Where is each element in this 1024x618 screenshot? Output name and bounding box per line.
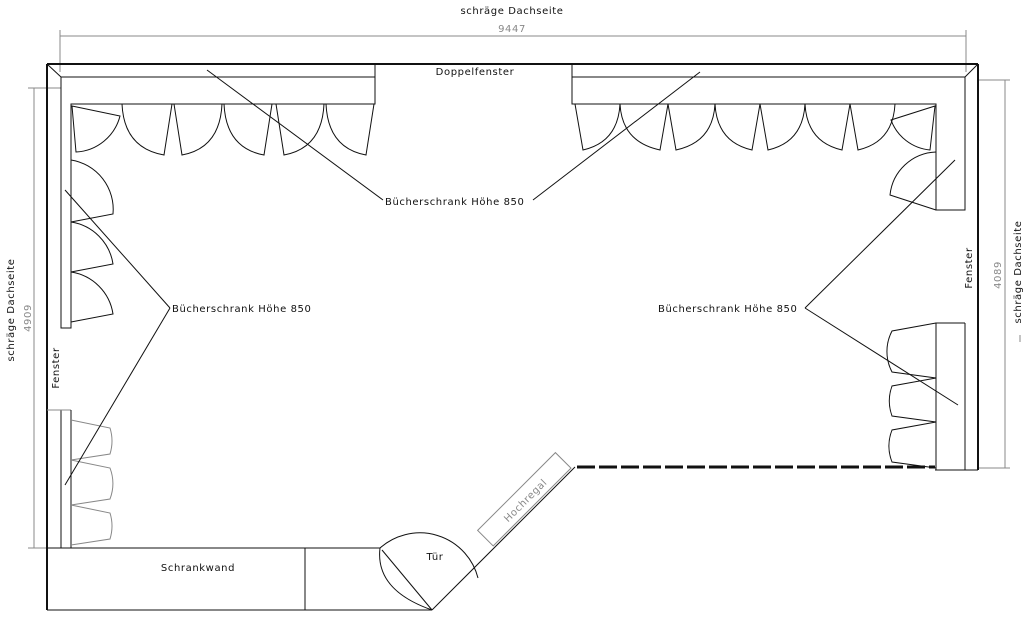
door-label: Tür	[426, 552, 444, 563]
cabinet-door-swing	[70, 159, 114, 223]
cabinet-door-swing	[888, 421, 937, 469]
leader-lines	[64, 69, 959, 486]
left-dimension-value: 4909	[23, 304, 34, 332]
cabinet-door-swing	[890, 105, 936, 151]
cabinet-door-swing	[223, 103, 273, 156]
right-dimension: 4089 schräge Dachseite	[978, 79, 1024, 469]
cabinet-door-swing	[804, 103, 851, 151]
top-dimension-value: 9447	[498, 24, 526, 35]
bookcase-right-label: Bücherschrank Höhe 850	[658, 304, 797, 315]
door: Tür	[379, 532, 479, 611]
tall-shelf-label: Hochregal	[502, 477, 549, 524]
left-window-label: Fenster	[51, 347, 62, 389]
cabinet-door-swing	[70, 271, 114, 323]
cabinet-door-swing	[886, 322, 937, 379]
right-dimension-value: 4089	[993, 261, 1004, 289]
right-window-label: Fenster	[964, 247, 975, 289]
left-dimension: 4909 schräge Dachseite	[6, 87, 61, 549]
cabinet-door-swing	[71, 105, 121, 153]
right-roof-label: schräge Dachseite	[1013, 220, 1024, 323]
tall-shelf: Hochregal	[476, 451, 572, 547]
cabinet-door-swing	[888, 377, 937, 423]
cabinet-door-swing	[849, 103, 896, 151]
bookcase-left-label: Bücherschrank Höhe 850	[172, 304, 311, 315]
cabinet-door-swing	[70, 419, 113, 461]
cabinet-door-swing	[759, 103, 806, 151]
left-roof-label: schräge Dachseite	[6, 258, 17, 361]
double-window-label: Doppelfenster	[436, 67, 515, 78]
cabinet-doors	[70, 103, 937, 546]
cabinet-door-swing	[173, 103, 223, 156]
cabinet-door-swing	[889, 151, 937, 211]
outer-walls	[46, 63, 979, 611]
cabinet-door-swing	[121, 103, 173, 156]
cabinet-door-swing	[275, 103, 325, 156]
cabinet-door-swing	[574, 103, 621, 151]
wardrobe-label: Schrankwand	[161, 563, 235, 574]
cabinet-door-swing	[70, 221, 114, 273]
top-roof-label: schräge Dachseite	[460, 6, 563, 17]
wardrobe: Schrankwand	[161, 548, 306, 610]
top-bookcase	[47, 64, 966, 549]
cabinet-door-swing	[667, 103, 716, 151]
top-dimension: schräge Dachseite 9447	[59, 6, 967, 72]
bookcase-top-label: Bücherschrank Höhe 850	[385, 197, 524, 208]
cabinet-door-swing	[714, 103, 761, 151]
cabinet-door-swing	[70, 459, 114, 506]
cabinet-door-swing	[619, 103, 669, 151]
cabinet-door-swing	[70, 504, 113, 546]
cabinet-door-swing	[325, 103, 375, 156]
